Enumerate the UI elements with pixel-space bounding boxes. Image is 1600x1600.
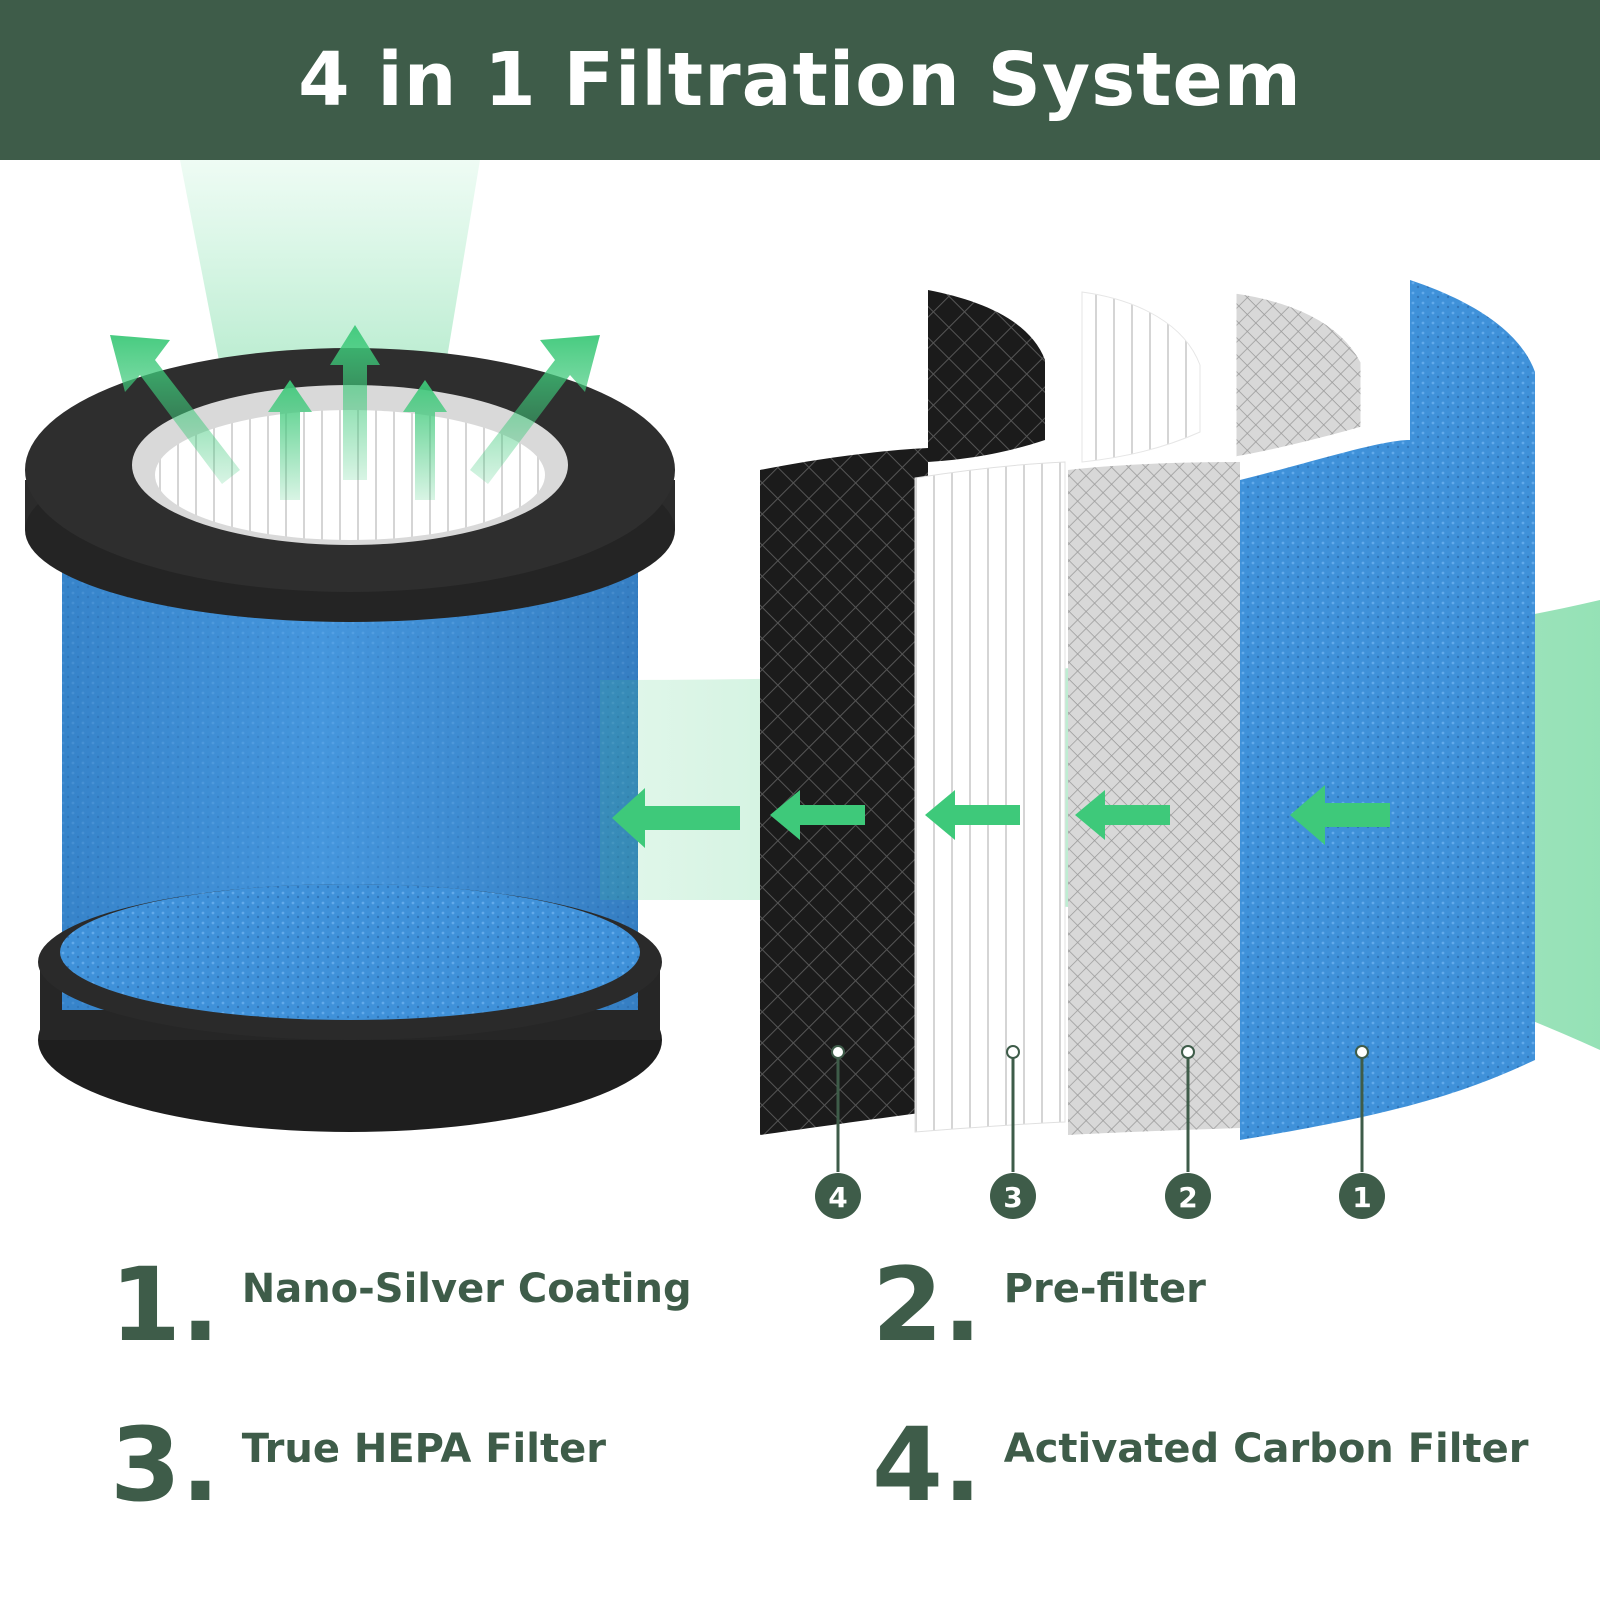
filter-illustration: 4 3 2 1: [25, 160, 1600, 1219]
leftward-arrows: [612, 785, 1390, 848]
badge-2-label: 2: [1178, 1181, 1197, 1214]
legend: 1. Nano-Silver Coating 2. Pre-filter 3. …: [0, 1255, 1600, 1555]
layer-hepa: [914, 291, 1201, 1133]
layer-carbon: [760, 290, 1045, 1135]
legend-item-nano-silver: 1. Nano-Silver Coating: [110, 1255, 692, 1357]
legend-label: Pre-filter: [1003, 1266, 1206, 1312]
legend-item-prefilter: 2. Pre-filter: [872, 1255, 1206, 1357]
legend-number: 3.: [110, 1406, 220, 1525]
badge-4-label: 4: [828, 1181, 847, 1214]
legend-number: 1.: [110, 1246, 220, 1365]
legend-label: True HEPA Filter: [241, 1426, 606, 1472]
page-title: 4 in 1 Filtration System: [298, 37, 1302, 123]
legend-item-hepa: 3. True HEPA Filter: [110, 1415, 606, 1517]
badge-1: 1: [1339, 1045, 1385, 1219]
legend-number: 4.: [872, 1406, 982, 1525]
upward-arrows: [110, 325, 600, 500]
badge-1-label: 1: [1352, 1181, 1371, 1214]
legend-item-carbon: 4. Activated Carbon Filter: [872, 1415, 1528, 1517]
legend-label: Activated Carbon Filter: [1003, 1426, 1529, 1472]
legend-label: Nano-Silver Coating: [241, 1266, 692, 1312]
layer-nano-silver: [1240, 280, 1535, 1140]
badge-2: 2: [1165, 1045, 1211, 1219]
layer-badges: 4 3 2 1: [815, 1045, 1385, 1219]
badge-3: 3: [990, 1045, 1036, 1219]
cylinder-filter: [25, 348, 675, 1132]
legend-number: 2.: [872, 1246, 982, 1365]
title-banner: 4 in 1 Filtration System: [0, 0, 1600, 160]
badge-4: 4: [815, 1045, 861, 1219]
layer-prefilter: [1068, 290, 1364, 1135]
badge-3-label: 3: [1003, 1181, 1022, 1214]
